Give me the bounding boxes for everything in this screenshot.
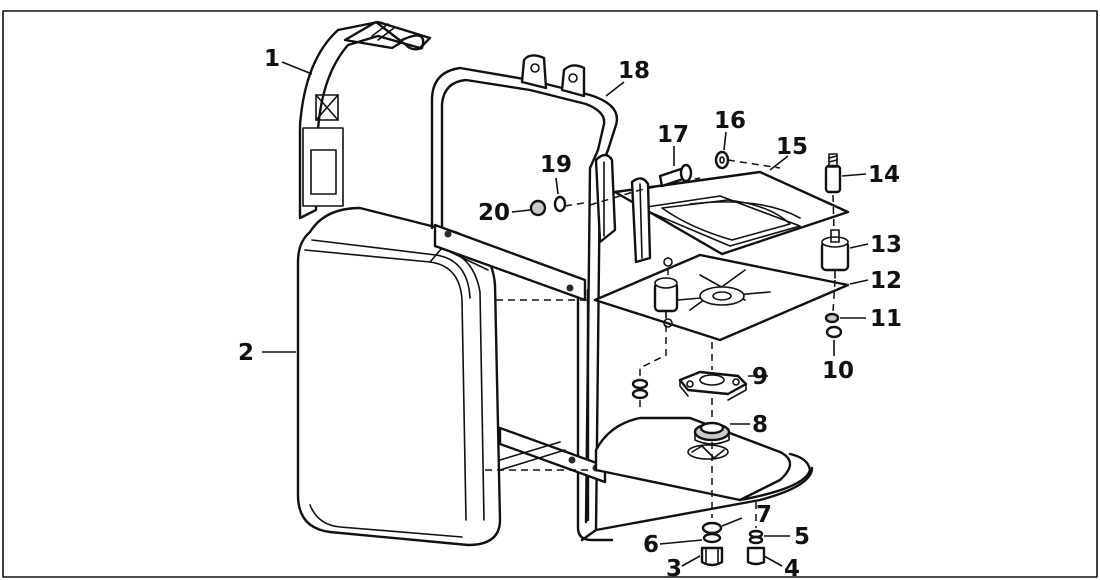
callout-2: 2 <box>238 340 254 366</box>
callout-17: 17 <box>657 122 689 148</box>
part-12-lower-plate <box>593 253 850 342</box>
part-9-flange <box>678 370 748 401</box>
part-16-washer <box>714 150 730 170</box>
part-18-frame <box>430 54 814 542</box>
callout-10: 10 <box>822 358 854 384</box>
part-13-mount <box>820 229 850 279</box>
part-15-upper-plate <box>594 153 850 264</box>
diagram-border <box>2 10 1098 578</box>
callout-5: 5 <box>794 524 810 550</box>
callout-11: 11 <box>870 306 902 332</box>
part-5-washers <box>748 529 764 545</box>
callout-4: 4 <box>784 556 800 580</box>
callout-1: 1 <box>264 46 280 72</box>
callout-7: 7 <box>756 502 772 528</box>
callout-9: 9 <box>752 364 768 390</box>
part-20-nut <box>529 199 547 217</box>
callout-8: 8 <box>752 412 768 438</box>
callout-20: 20 <box>478 200 510 226</box>
callout-labels: 1 2 3 4 5 6 7 8 9 10 11 12 13 14 15 16 1… <box>238 46 902 580</box>
callout-3: 3 <box>666 556 682 580</box>
part-17-bolt <box>658 163 693 188</box>
part-4-bolt <box>746 546 766 566</box>
part-10-nut <box>825 325 843 339</box>
part-2-tank <box>296 206 502 547</box>
callout-6: 6 <box>643 532 659 558</box>
part-11-washer <box>824 312 840 324</box>
part-8-grommet <box>693 421 731 445</box>
assembly-lines <box>485 159 836 528</box>
callout-15: 15 <box>776 134 808 160</box>
callout-19: 19 <box>540 152 572 178</box>
part-6-washers <box>701 521 723 544</box>
part-3-bolt <box>700 546 724 567</box>
callout-16: 16 <box>714 108 746 134</box>
part-1-strap <box>298 20 432 220</box>
callout-18: 18 <box>618 58 650 84</box>
callout-12: 12 <box>870 268 902 294</box>
spacer-washers <box>631 378 649 400</box>
callout-13: 13 <box>870 232 902 258</box>
part-19-washer <box>553 195 567 213</box>
leader-lines <box>262 61 869 567</box>
callout-14: 14 <box>868 162 900 188</box>
part-14-stud <box>824 153 842 194</box>
